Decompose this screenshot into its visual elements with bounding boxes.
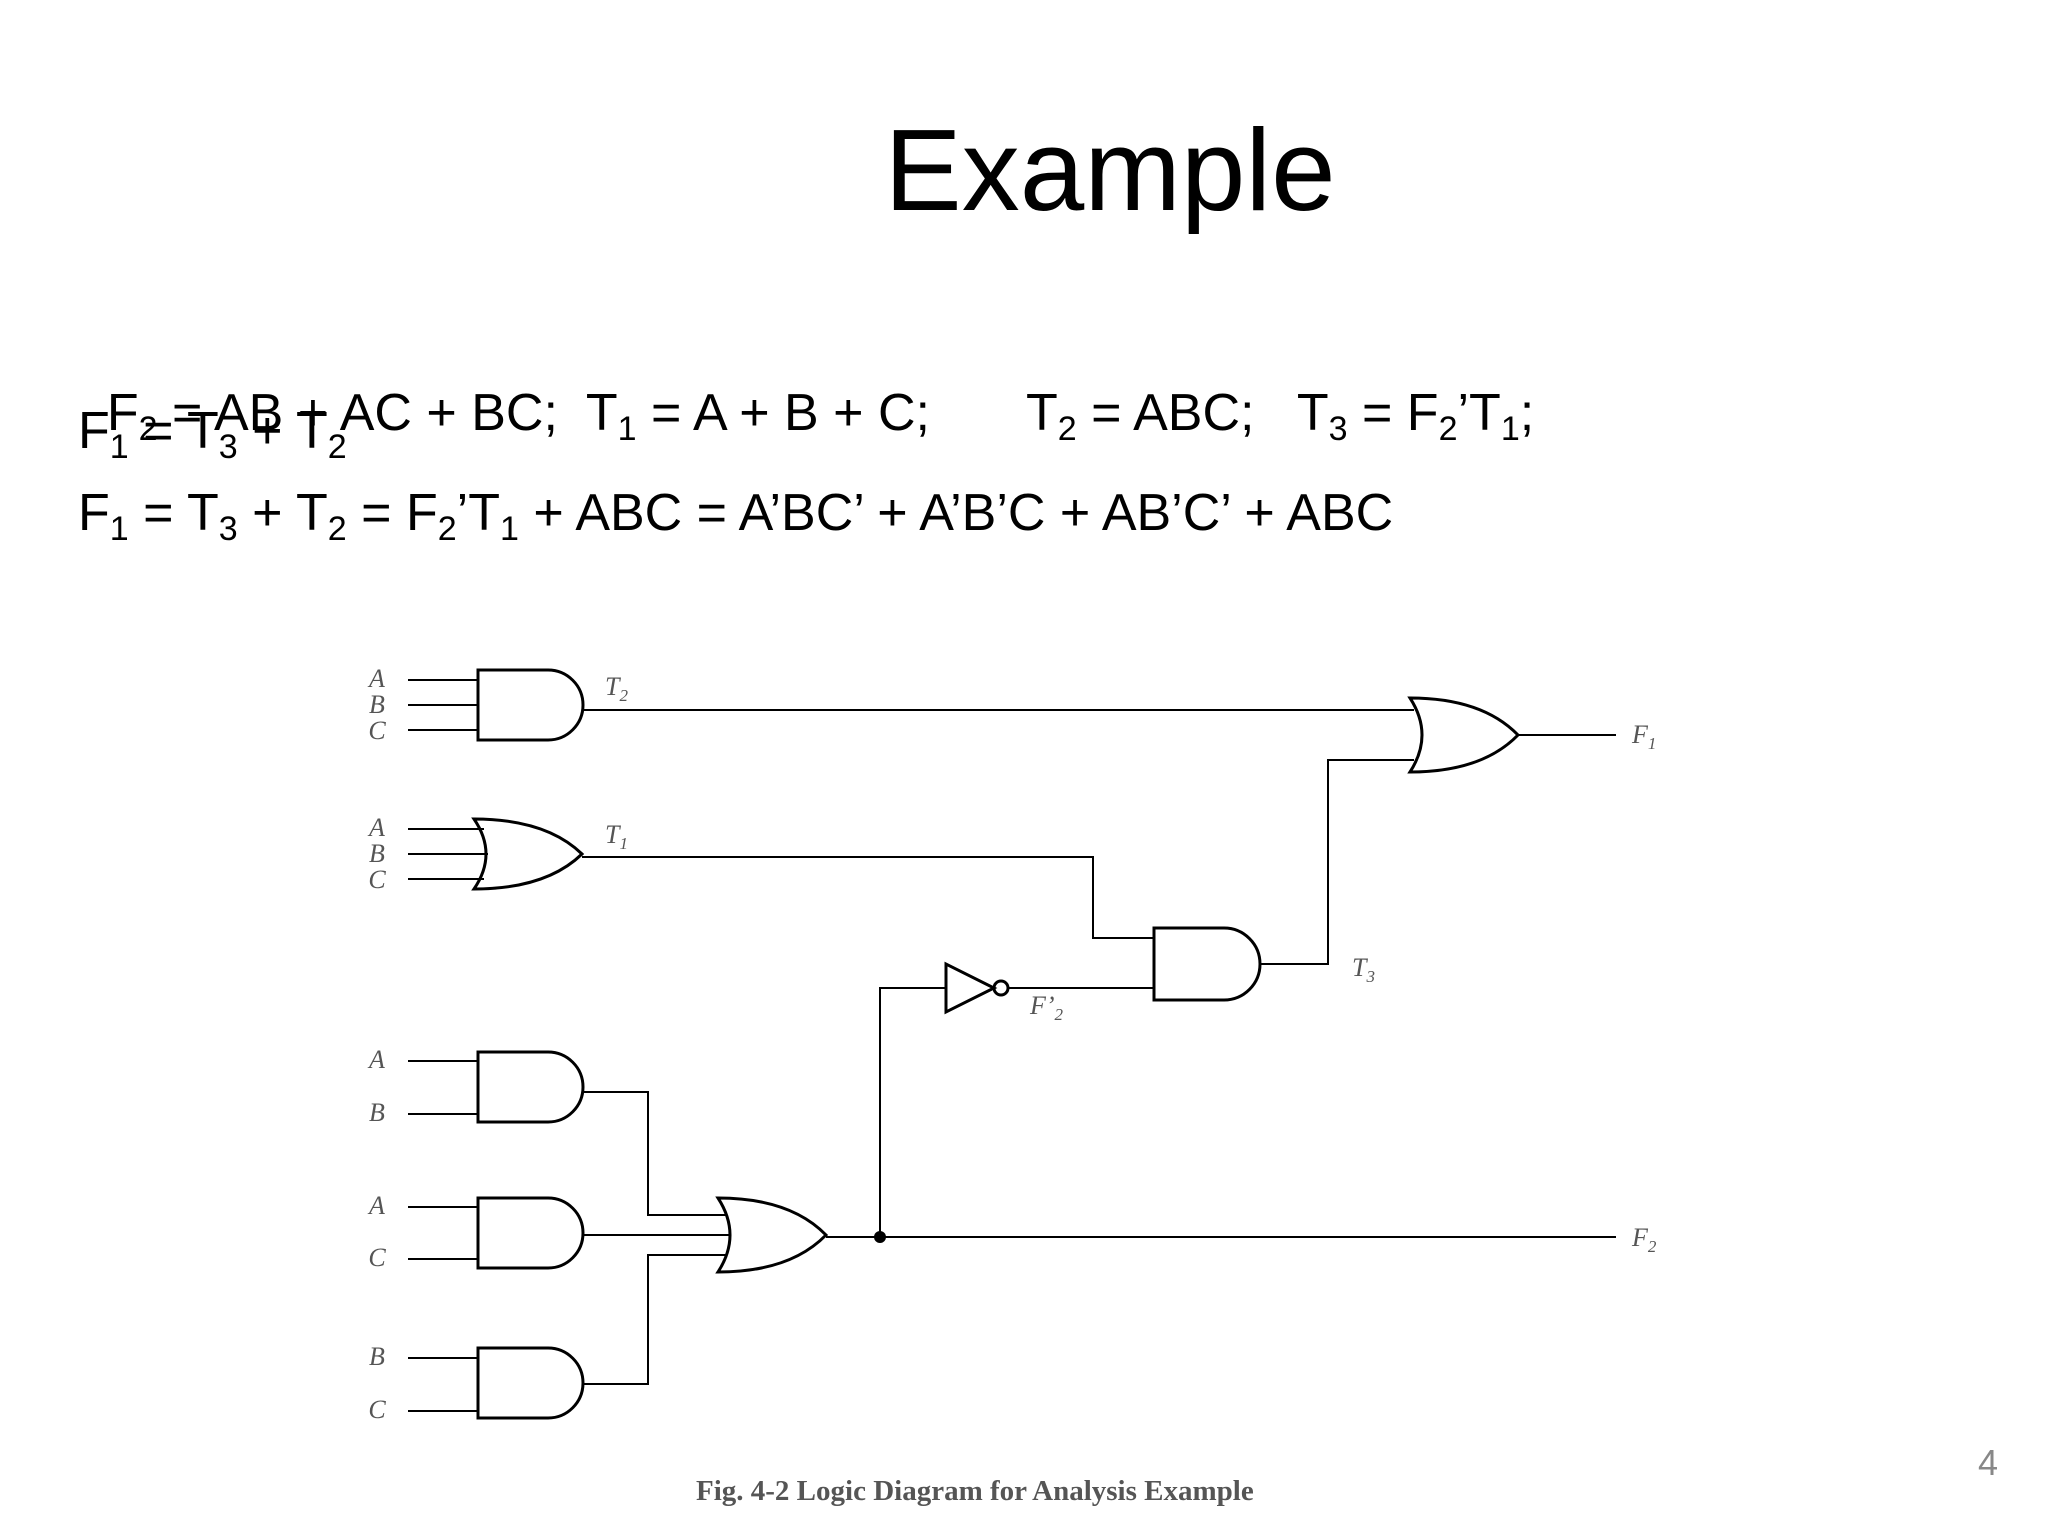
equation-t3: T3 = F2’T1; (1296, 384, 1535, 448)
equation-line-3: F1 = T3 + T2 = F2’T1 + ABC = A’BC’ + A’B… (78, 484, 1394, 548)
and-gate-t2 (476, 668, 585, 742)
signal-label-t3: T3 (1352, 953, 1375, 986)
signal-label-f2-complement: F’2 (1029, 991, 1064, 1024)
or-gate-t1 (471, 817, 585, 891)
input-label-b: B (369, 839, 385, 868)
interconnect-wires (582, 709, 1616, 1385)
and-gate-t3 (1152, 926, 1262, 1002)
input-label-b: B (369, 1342, 385, 1371)
figure-caption: Fig. 4-2 Logic Diagram for Analysis Exam… (696, 1475, 1254, 1507)
equation-t1: T1 = A + B + C; (585, 384, 930, 448)
output-label-f1: F1 (1631, 720, 1656, 753)
slide-title: Example (884, 105, 1336, 235)
input-label-a: A (367, 664, 385, 693)
input-label-c: C (368, 1395, 386, 1424)
or-gate-f2 (715, 1196, 829, 1274)
inputs-gate-t1: A B C (367, 813, 386, 894)
not-gate-f2 (944, 961, 1010, 1015)
inputs-gate-ab: A B (367, 1045, 385, 1127)
input-wires (408, 679, 488, 1412)
input-label-c: C (368, 716, 386, 745)
equation-f2: F2 = AB + AC + BC; (106, 384, 586, 448)
and-gate-ac (476, 1196, 585, 1270)
signal-label-t2: T2 (605, 672, 628, 705)
inputs-gate-ac: A C (367, 1191, 386, 1272)
input-label-a: A (367, 1045, 385, 1074)
input-label-c: C (368, 865, 386, 894)
inputs-gate-bc: B C (368, 1342, 386, 1424)
input-label-a: A (367, 1191, 385, 1220)
signal-label-t1: T1 (605, 820, 628, 853)
equation-t2: T2 = ABC; (1026, 384, 1297, 448)
inputs-gate-t2: A B C (367, 664, 386, 745)
and-gate-ab (476, 1050, 585, 1124)
and-gate-bc (476, 1346, 585, 1420)
or-gate-f1 (1407, 696, 1521, 774)
equation-line-2: F1 = T3 + T2 (78, 402, 347, 466)
page-number: 4 (1978, 1442, 1999, 1483)
input-label-c: C (368, 1243, 386, 1272)
input-label-b: B (369, 1098, 385, 1127)
input-label-b: B (369, 690, 385, 719)
output-label-f2: F2 (1631, 1223, 1657, 1256)
equation-line-1: F2 = AB + AC + BC; T1 = A + B + C; T2 = A… (78, 320, 1535, 448)
input-label-a: A (367, 813, 385, 842)
